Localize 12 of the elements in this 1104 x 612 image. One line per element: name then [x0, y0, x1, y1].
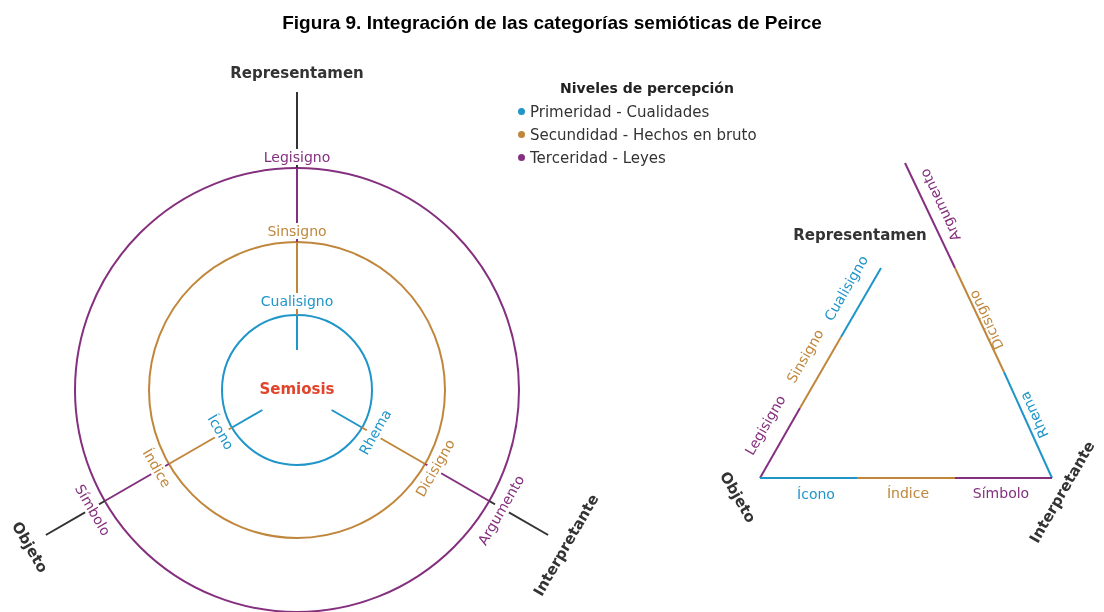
ring-label: Cualisigno — [258, 293, 336, 309]
side-label: Símbolo — [972, 485, 1030, 501]
legend-title: Niveles de percepción — [560, 80, 734, 96]
center-label: Semiosis — [259, 381, 335, 397]
legend-text: Terceridad - Leyes — [530, 148, 666, 167]
legend-text: Primeridad - Cualidades — [530, 102, 710, 121]
vertex-label: Representamen — [230, 65, 364, 81]
figure-title: Figura 9. Integración de las categorías semióticas de Peirce — [281, 12, 823, 34]
ring-label: Sinsigno — [265, 223, 329, 239]
side-label: Índice — [886, 485, 930, 501]
legend-text: Secundidad - Hechos en bruto — [530, 125, 757, 144]
side-label: Ícono — [797, 486, 835, 502]
